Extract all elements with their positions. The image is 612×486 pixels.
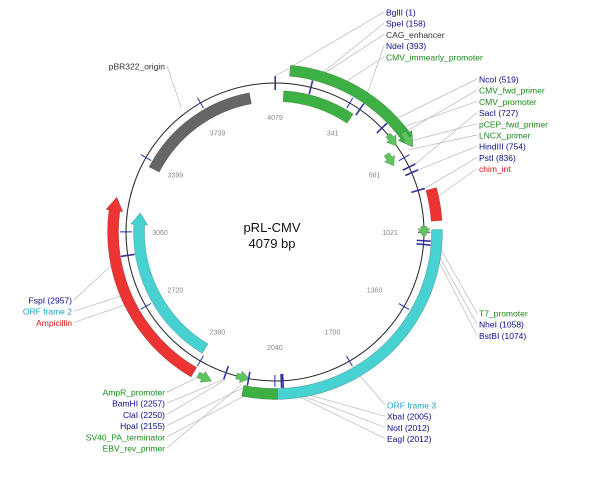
ruler-tick-3399 [141,155,151,161]
label-hindiii-754[interactable]: HindIII (754) [479,142,526,152]
leader-ebv-rev-primer [167,384,242,448]
label-bamhi-2257[interactable]: BamHI (2257) [112,399,165,409]
ruler-tick-2720 [141,303,151,309]
plasmid-name: pRL-CMV [243,220,300,235]
label-clai-2250[interactable]: ClaI (2250) [123,410,165,420]
label-bglii-1[interactable]: BglII (1) [386,8,416,18]
leader-hindiii-754 [418,146,477,170]
label-nhei-1058[interactable]: NheI (1058) [479,320,524,330]
plasmid-size: 4079 bp [249,236,296,251]
site-tick-13 [121,254,135,256]
leader-cmv-promoter [393,101,477,130]
feature-arc-chim-int[interactable] [426,187,442,221]
label-ampr-promoter[interactable]: AmpR_promoter [103,388,166,398]
label-ndei-393[interactable]: NdeI (393) [386,41,426,51]
feature-arc-ampr-promoter[interactable] [197,372,212,383]
label-t7-promoter[interactable]: T7_promoter [479,309,528,319]
ruler-label-1360: 1360 [367,288,383,295]
ruler-label-1021: 1021 [382,230,398,237]
label-ebv-rev-primer[interactable]: EBV_rev_primer [103,444,166,454]
label-pbr322-origin[interactable]: pBR322_origin [109,62,166,72]
label-sv40-pa-terminator[interactable]: SV40_PA_terminator [86,432,165,442]
label-spei-158[interactable]: SpeI (158) [386,19,426,29]
ruler-tick-3739 [197,98,203,108]
ruler-label-341: 341 [327,131,339,138]
ruler-label-3060: 3060 [152,230,168,237]
ruler-label-2720: 2720 [168,287,184,294]
ruler-label-3399: 3399 [168,173,184,180]
label-bstbi-1074[interactable]: BstBI (1074) [479,331,526,341]
site-tick-9 [283,374,284,388]
site-tick-10 [281,374,282,388]
label-ampicillin[interactable]: Ampicillin [36,318,72,328]
label-cag-enhancer[interactable]: CAG_enhancer [386,30,445,40]
label-hpai-2155[interactable]: HpaI (2155) [120,421,165,431]
site-tick-8 [417,244,431,245]
feature-arc-lncx-primer[interactable] [384,153,394,166]
label-pcep-fwd-primer[interactable]: pCEP_fwd_primer [479,119,548,129]
label-chim-int[interactable]: chim_int [479,164,511,174]
ruler-tick-2380 [197,356,203,366]
label-saci-727[interactable]: SacI (727) [479,108,518,118]
ruler-label-3739: 3739 [210,130,226,137]
leader-pbr322-origin [167,66,181,107]
label-ncoi-519[interactable]: NcoI (519) [479,75,519,85]
leader-psti-836 [425,157,477,188]
leader-lncx-primer [408,135,477,150]
label-psti-836[interactable]: PstI (836) [479,153,516,163]
leader-cmv-fwd-primer [398,90,477,136]
site-tick-12 [224,366,229,379]
label-fspi-2957[interactable]: FspI (2957) [29,296,73,306]
label-lncx-primer[interactable]: LNCX_primer [479,131,531,141]
label-eagi-2012[interactable]: EagI (2012) [387,434,432,444]
label-orf-frame-2[interactable]: ORF frame 2 [23,307,72,317]
label-orf-frame-3[interactable]: ORF frame 3 [387,401,436,411]
leader-bamhi-2257 [167,379,224,403]
ruler-tick-1360 [399,304,409,310]
feature-arc-orf-frame-3[interactable] [272,229,442,399]
ruler-label-2380: 2380 [210,330,226,337]
ruler-label-681: 681 [369,173,381,180]
site-tick-7 [417,240,431,241]
ruler-label-1700: 1700 [325,330,341,337]
ruler-tick-341 [347,98,353,108]
site-tick-5 [405,170,418,176]
label-xbai-2005[interactable]: XbaI (2005) [387,412,432,422]
leader-clai-2250 [167,380,225,415]
label-cmv-fwd-primer[interactable]: CMV_fwd_primer [479,86,545,96]
ruler-tick-1700 [346,356,352,366]
label-noti-2012[interactable]: NotI (2012) [387,423,430,433]
ruler-tick-681 [399,155,409,161]
feature-arc-sv40-pa-terminator[interactable] [242,385,278,399]
leader-hpai-2155 [167,386,247,426]
feature-arc-cmv-immearly-promoter[interactable] [289,65,412,147]
feature-arc-cag-enhancer[interactable] [283,91,353,123]
site-tick-2 [356,104,364,116]
label-cmv-immearly-promoter[interactable]: CMV_immearly_promoter [386,52,483,62]
label-cmv-promoter[interactable]: CMV_promoter [479,97,537,107]
ruler-label-2040: 2040 [267,345,283,352]
ruler-label-4079: 4079 [267,115,283,122]
site-tick-4 [403,164,416,170]
